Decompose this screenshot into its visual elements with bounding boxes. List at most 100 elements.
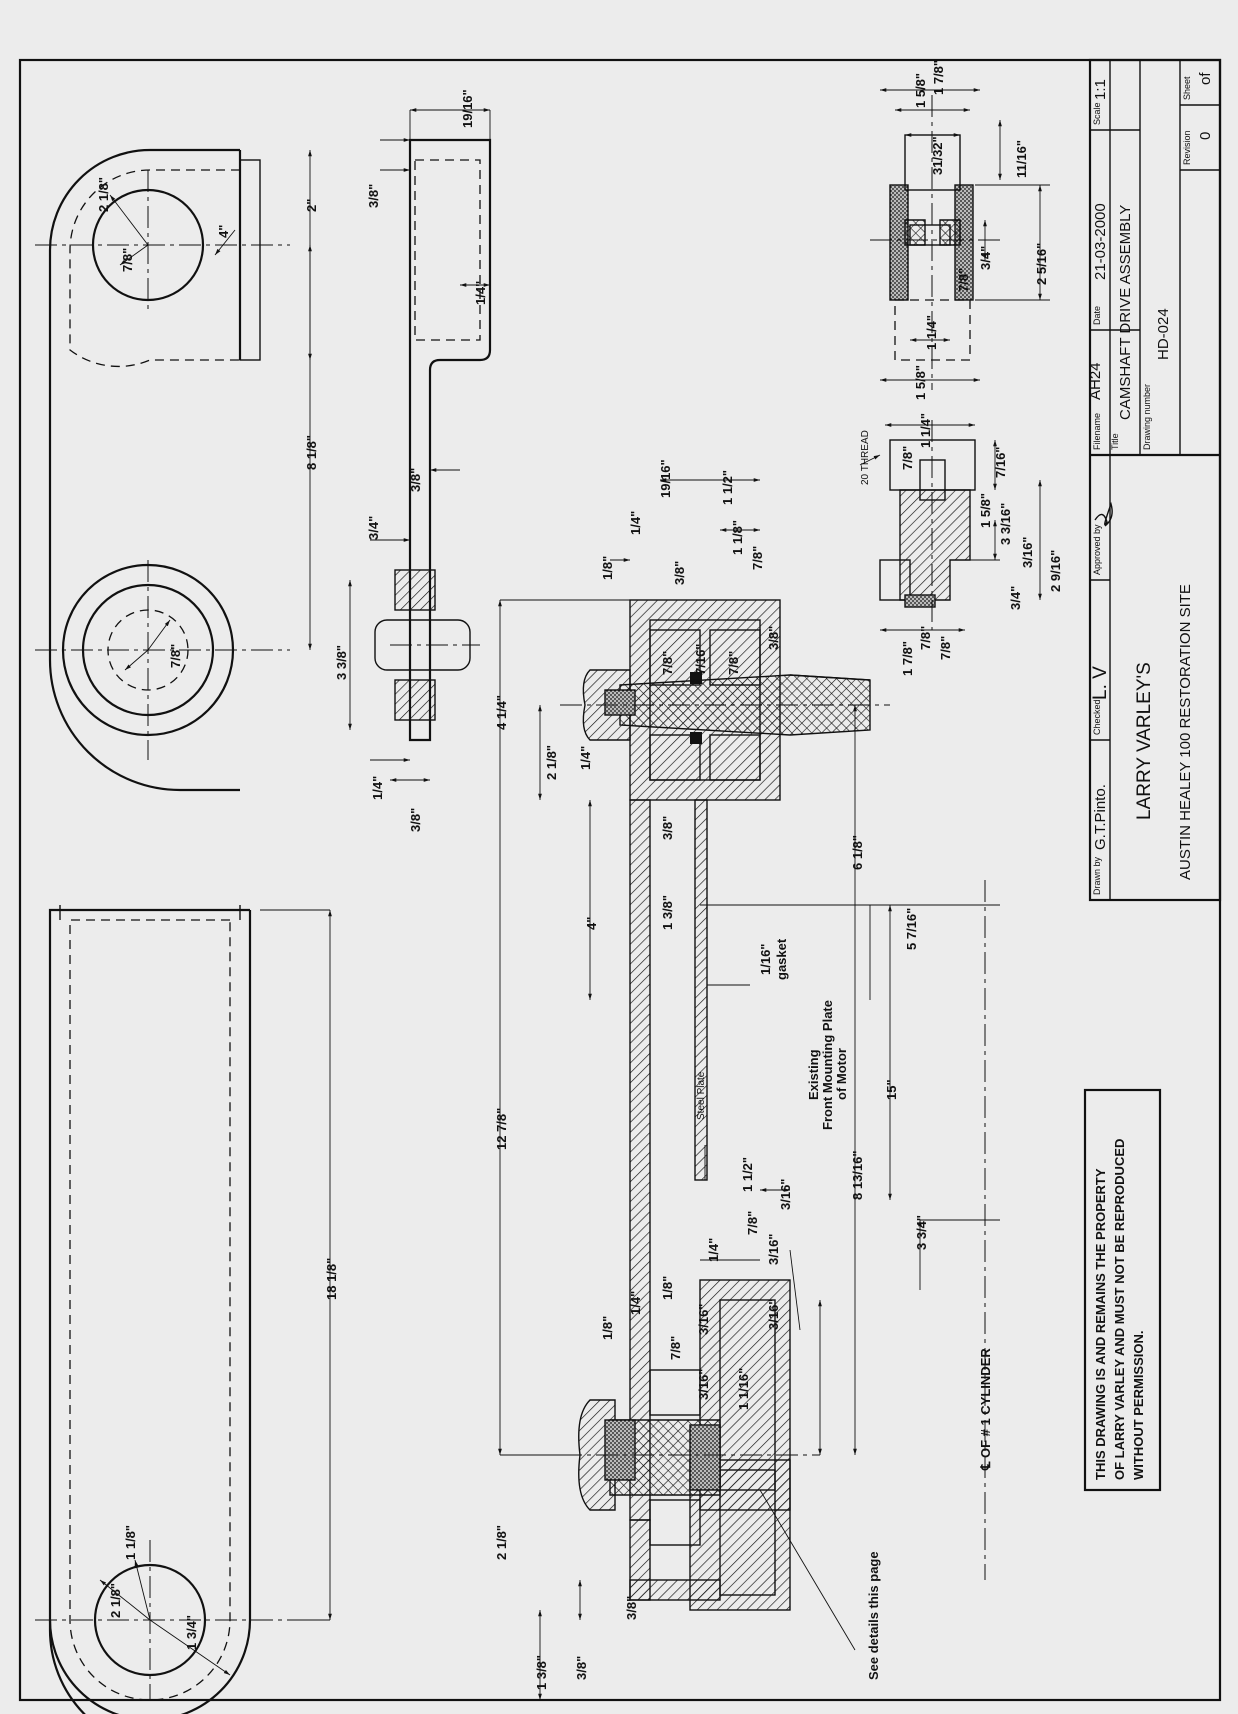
dim-label: 7/8" <box>750 546 765 570</box>
dim-label: 7/8" <box>745 1211 760 1235</box>
gasket-size: 1/16" <box>758 944 773 975</box>
dim-label: 1 1/4" <box>918 413 933 448</box>
dim-label: 1 1/16" <box>736 1368 751 1410</box>
drawing-number-value: HD-024 <box>1155 308 1172 360</box>
sheet-value: of <box>1197 72 1214 85</box>
dim-label: 31/32" <box>930 136 945 175</box>
dim-label: 4" <box>584 917 599 930</box>
dim-label: 7/8" <box>668 1336 683 1360</box>
dim-label: 3/8" <box>408 468 423 492</box>
dim-label: 3/16" <box>766 1299 781 1330</box>
dim-label: 1 1/8" <box>123 1525 138 1560</box>
dim-label: 2 1/8" <box>108 1583 123 1618</box>
sheet-label: Sheet <box>1182 76 1192 100</box>
dim-label: 1 1/2" <box>740 1157 755 1192</box>
title-block: Filename AH24 Date 21-03-2000 Scale 1:1 … <box>1087 58 1222 902</box>
dim-label: 3/4" <box>366 516 381 540</box>
checked-label: Checked <box>1092 699 1102 735</box>
assembly-section: ℄ OF # 1 CYLINDER See details this page … <box>494 459 1000 1700</box>
dim-label: 2 5/16" <box>1034 243 1049 285</box>
checked-value: L. V <box>1090 666 1111 700</box>
scale-label: Scale <box>1092 102 1102 125</box>
date-label: Date <box>1092 306 1102 325</box>
dim-label: 1 7/8" <box>900 641 915 676</box>
dim-label: 3 3/4" <box>914 1215 929 1250</box>
dim-label: 3/8" <box>366 184 381 208</box>
dim-label: 1/8" <box>600 1316 615 1340</box>
approved-label: Approved by <box>1092 524 1102 575</box>
dim-label: 7/8" <box>120 248 135 272</box>
dim-label: 1/8" <box>600 556 615 580</box>
dim-label: 1/4" <box>578 746 593 770</box>
dim-label: 1 3/8" <box>534 1655 549 1690</box>
gasket-note: gasket <box>774 938 789 980</box>
drawn-by-value: G.T.Pinto. <box>1092 784 1109 850</box>
dim-label: 3/4" <box>1008 586 1023 610</box>
owner-name: LARRY VARLEY'S <box>1134 662 1155 820</box>
dim-label: 3/4" <box>978 246 993 270</box>
dim-label: 3/16" <box>1020 537 1035 568</box>
dim-label: 3/8" <box>408 808 423 832</box>
dim-label: 3/16" <box>696 1369 711 1400</box>
dim-label: 1 1/4" <box>924 315 939 350</box>
see-details-note: See details this page <box>866 1551 881 1680</box>
dim-label: 1 1/8" <box>730 520 745 555</box>
dim-label: 2 1/8" <box>494 1525 509 1560</box>
dim-label: 3 3/16" <box>998 503 1013 545</box>
dim-label: 1/4" <box>473 281 488 305</box>
dim-label: 7/16" <box>993 447 1008 478</box>
dim-label: 1 1/2" <box>720 470 735 505</box>
mounting-plate-note: Front Mounting Plate <box>820 1000 835 1130</box>
dim-label: 7/8" <box>900 446 915 470</box>
approval-signature <box>1094 501 1113 527</box>
dim-label: 4 1/4" <box>494 695 509 730</box>
dim-label: 3/16" <box>778 1179 793 1210</box>
site-name: AUSTIN HEALEY 100 RESTORATION SITE <box>1177 584 1194 880</box>
dim-label: 1/8" <box>660 1276 675 1300</box>
dim-label: 1 3/4" <box>184 1615 199 1650</box>
dim-label: 3/16" <box>696 1304 711 1335</box>
long-arm-plan-view: 18 1/8" 2 1/8" 1 1/8" 1 3/4" <box>35 905 339 1714</box>
dim-label: 8 1/8" <box>304 435 319 470</box>
dim-label: 11/16" <box>1014 140 1029 178</box>
lever-side-view: 19/16" 3/8" 1/4" 3/8" 3/4" 3 3/8" 1/4" 3… <box>334 89 492 832</box>
dim-label: 3 3/8" <box>334 645 349 680</box>
drawing-title: CAMSHAFT DRIVE ASSEMBLY <box>1117 205 1134 420</box>
dim-label: 1/4" <box>628 511 643 535</box>
dim-label: 1/4" <box>628 1291 643 1315</box>
dim-label: 6 1/8" <box>850 835 865 870</box>
mounting-plate-note: Existing <box>806 1049 821 1100</box>
dim-label: 18 1/8" <box>324 1258 339 1300</box>
steel-plate-note: Steel Plate <box>696 1071 707 1120</box>
date-value: 21-03-2000 <box>1092 203 1109 280</box>
dim-label: 1 5/8" <box>978 493 993 528</box>
dim-label: 12 7/8" <box>494 1108 509 1150</box>
dim-label: 8 13/16" <box>850 1150 865 1200</box>
dim-label: 3/8" <box>672 561 687 585</box>
filename-label: Filename <box>1092 413 1102 450</box>
dim-label: 2 1/8" <box>544 745 559 780</box>
dim-label: 4" <box>216 225 231 238</box>
bushing-detail: 1 7/8" 1 5/8" 31/32" 11/16" 3/4" 7/8" 2 … <box>870 60 1050 400</box>
dim-label: 2" <box>304 199 319 212</box>
dim-label: 19/16" <box>460 89 475 128</box>
dim-label: 7/8" <box>726 651 741 675</box>
dim-label: 7/16" <box>693 644 708 675</box>
revision-label: Revision <box>1182 130 1192 165</box>
dim-label: 1/4" <box>370 776 385 800</box>
thread-note: 20 THREAD <box>860 430 871 485</box>
drawing-number-label: Drawing number <box>1142 384 1152 450</box>
notice-line: OF LARRY VARLEY AND MUST NOT BE REPRODUC… <box>1112 1139 1127 1480</box>
dim-label: 7/8" <box>956 268 971 292</box>
dim-label: 7/8" <box>660 651 675 675</box>
property-notice: THIS DRAWING IS AND REMAINS THE PROPERTY… <box>1083 1088 1162 1492</box>
mounting-plate-note: of Motor <box>834 1048 849 1100</box>
dim-label: 1 7/8" <box>931 60 946 95</box>
dim-label: 19/16" <box>658 459 673 498</box>
notice-line: WITHOUT PERMISSION. <box>1131 1331 1146 1481</box>
dim-label: 2 9/16" <box>1048 550 1063 592</box>
drawn-by-label: Drawn by <box>1092 856 1102 895</box>
dim-label: 1/4" <box>706 1238 721 1262</box>
dim-label: 5 7/16" <box>904 908 919 950</box>
dim-label: 1 3/8" <box>660 895 675 930</box>
